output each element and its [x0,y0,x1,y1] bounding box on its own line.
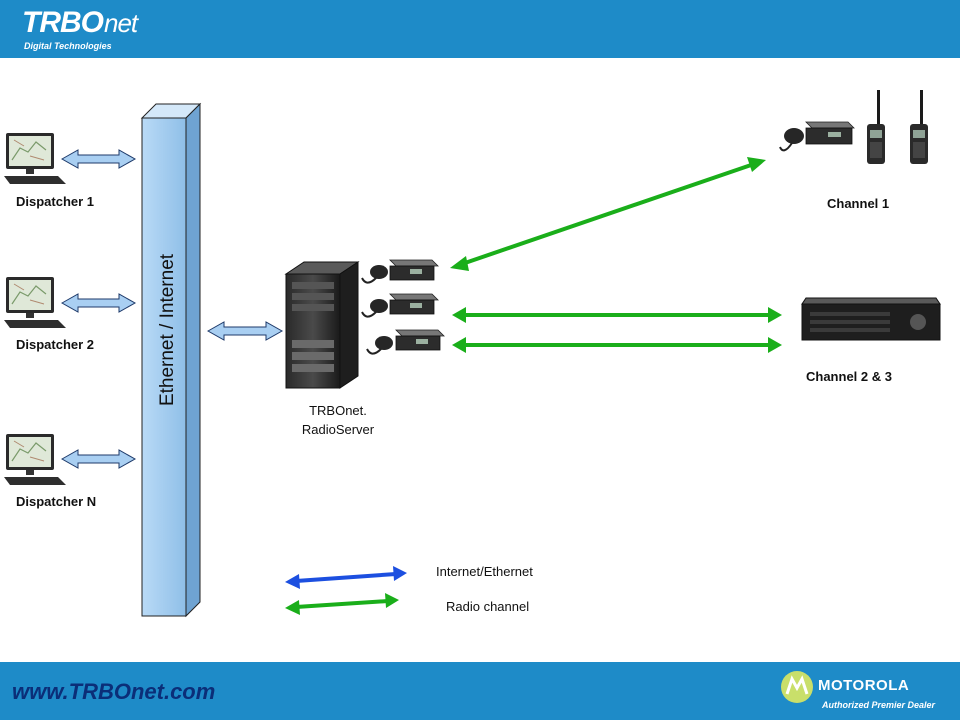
ethernet-bus [140,102,202,618]
header-bar: TRBOnet Digital Technologies [0,0,960,58]
legend-ethernet-arrow [285,566,407,589]
server-mobile-radio-2-icon [361,293,439,318]
trbonet-logo: TRBOnet [22,6,138,39]
motorola-dealer-text: Authorized Premier Dealer [822,700,936,710]
radio-link-channel-2 [452,307,782,323]
channel-2-3-repeater-icon [801,297,941,341]
website-link[interactable]: www.TRBOnet.com [12,679,216,704]
channel-1-label: Channel 1 [827,196,890,211]
dispatcher-1-computer-icon [4,133,66,184]
link-arrow-dispatcher-2 [60,293,137,313]
radio-link-channel-3 [452,337,782,353]
legend-ethernet-label: Internet/Ethernet [436,564,533,579]
logo-subtitle: Digital Technologies [24,41,112,51]
dispatcher-n-label: Dispatcher N [16,494,97,509]
channel-1-portable-radio-1-icon [867,90,885,164]
dispatcher-1-label: Dispatcher 1 [16,194,95,209]
dispatcher-n-computer-icon [4,434,66,485]
radio-server-label-line-2: RadioServer [301,422,375,437]
legend-radio-arrow [285,593,399,615]
server-mobile-radio-3-icon [366,329,445,355]
motorola-brand-text: MOTOROLA [818,677,910,694]
dispatcher-2-label: Dispatcher 2 [16,337,95,352]
link-arrow-server [206,321,284,341]
motorola-logo-icon [781,671,813,703]
channel-1-portable-radio-2-icon [910,90,928,164]
channel-2-3-label: Channel 2 & 3 [806,369,892,384]
legend-radio-label: Radio channel [446,599,530,614]
server-mobile-radio-1-icon [361,259,439,284]
link-arrow-dispatcher-n [60,449,137,469]
dispatcher-2-computer-icon [4,277,66,328]
channel-1-mobile-radio-icon [779,121,855,152]
radio-link-channel-1 [450,157,766,271]
link-arrow-dispatcher-1 [60,149,137,169]
radio-server-label-line-1: TRBOnet. [309,403,367,418]
radio-server-tower-icon [284,261,360,389]
